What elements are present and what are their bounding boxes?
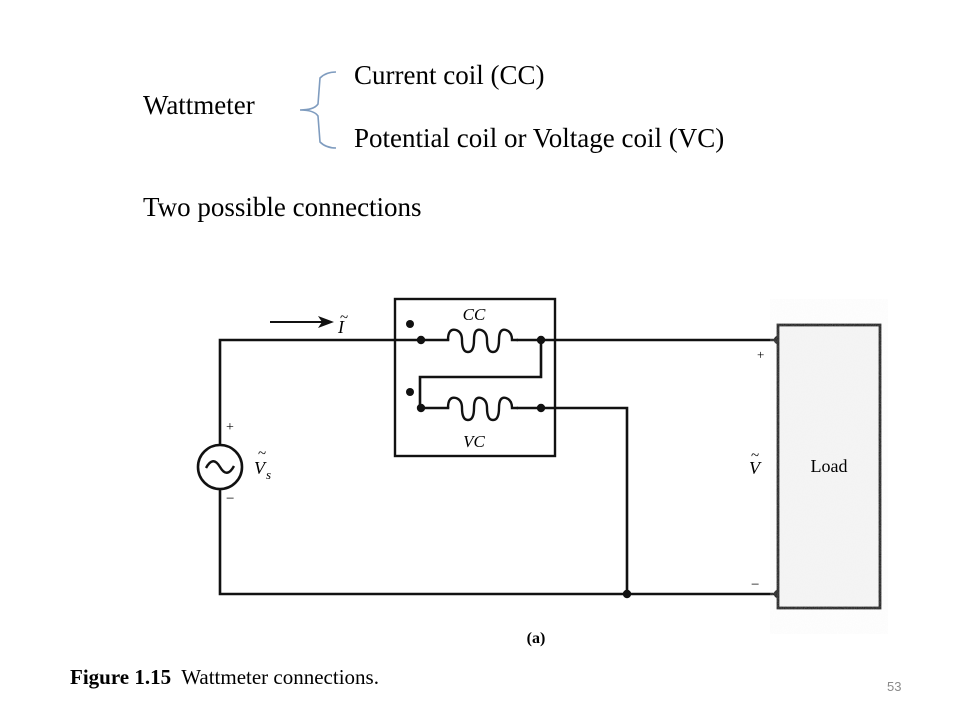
cc-coil (446, 328, 518, 354)
vc-coil (446, 396, 518, 422)
current-coil-label: Current coil (CC) (354, 60, 545, 90)
voltage-coil-label: Potential coil or Voltage coil (VC) (354, 123, 725, 153)
sine-wave-icon (204, 460, 236, 474)
wattmeter-heading: Wattmeter (143, 90, 255, 120)
figure-caption: Figure 1.15 Wattmeter connections. (70, 665, 379, 690)
load-label: Load (811, 456, 848, 476)
junction-dot (536, 403, 546, 413)
junction-dot (536, 335, 546, 345)
caption-text: Wattmeter connections. (181, 665, 379, 689)
voltage-label: V (749, 458, 762, 478)
junction-dot (416, 403, 426, 413)
curly-brace (299, 71, 337, 149)
source-label: V (254, 458, 267, 478)
svg-text:~: ~ (340, 310, 348, 326)
wire-source-top (218, 338, 422, 447)
wire-vc-return (539, 406, 629, 596)
svg-text:~: ~ (258, 446, 266, 462)
current-label: I (337, 317, 345, 337)
junction-dot (622, 589, 632, 599)
load-plus: + (757, 347, 764, 362)
load-minus: − (751, 577, 759, 593)
junction-dot (416, 335, 426, 345)
source-minus: − (226, 491, 234, 507)
subheading: Two possible connections (143, 192, 422, 222)
caption-number: Figure 1.15 (70, 665, 172, 689)
wire-cc-vc-link (418, 338, 543, 410)
wire-bottom (218, 488, 780, 596)
polarity-dot-cc (406, 320, 414, 328)
svg-text:s: s (266, 467, 271, 482)
subfigure-label: (a) (527, 630, 546, 647)
page-number: 53 (887, 679, 902, 694)
svg-text:~: ~ (751, 448, 759, 464)
cc-label: CC (463, 305, 486, 324)
current-arrow-icon (318, 316, 334, 328)
vc-label: VC (463, 432, 485, 451)
source-plus: + (226, 420, 234, 435)
wattmeter-box (393, 297, 557, 458)
polarity-dot-vc (406, 388, 414, 396)
